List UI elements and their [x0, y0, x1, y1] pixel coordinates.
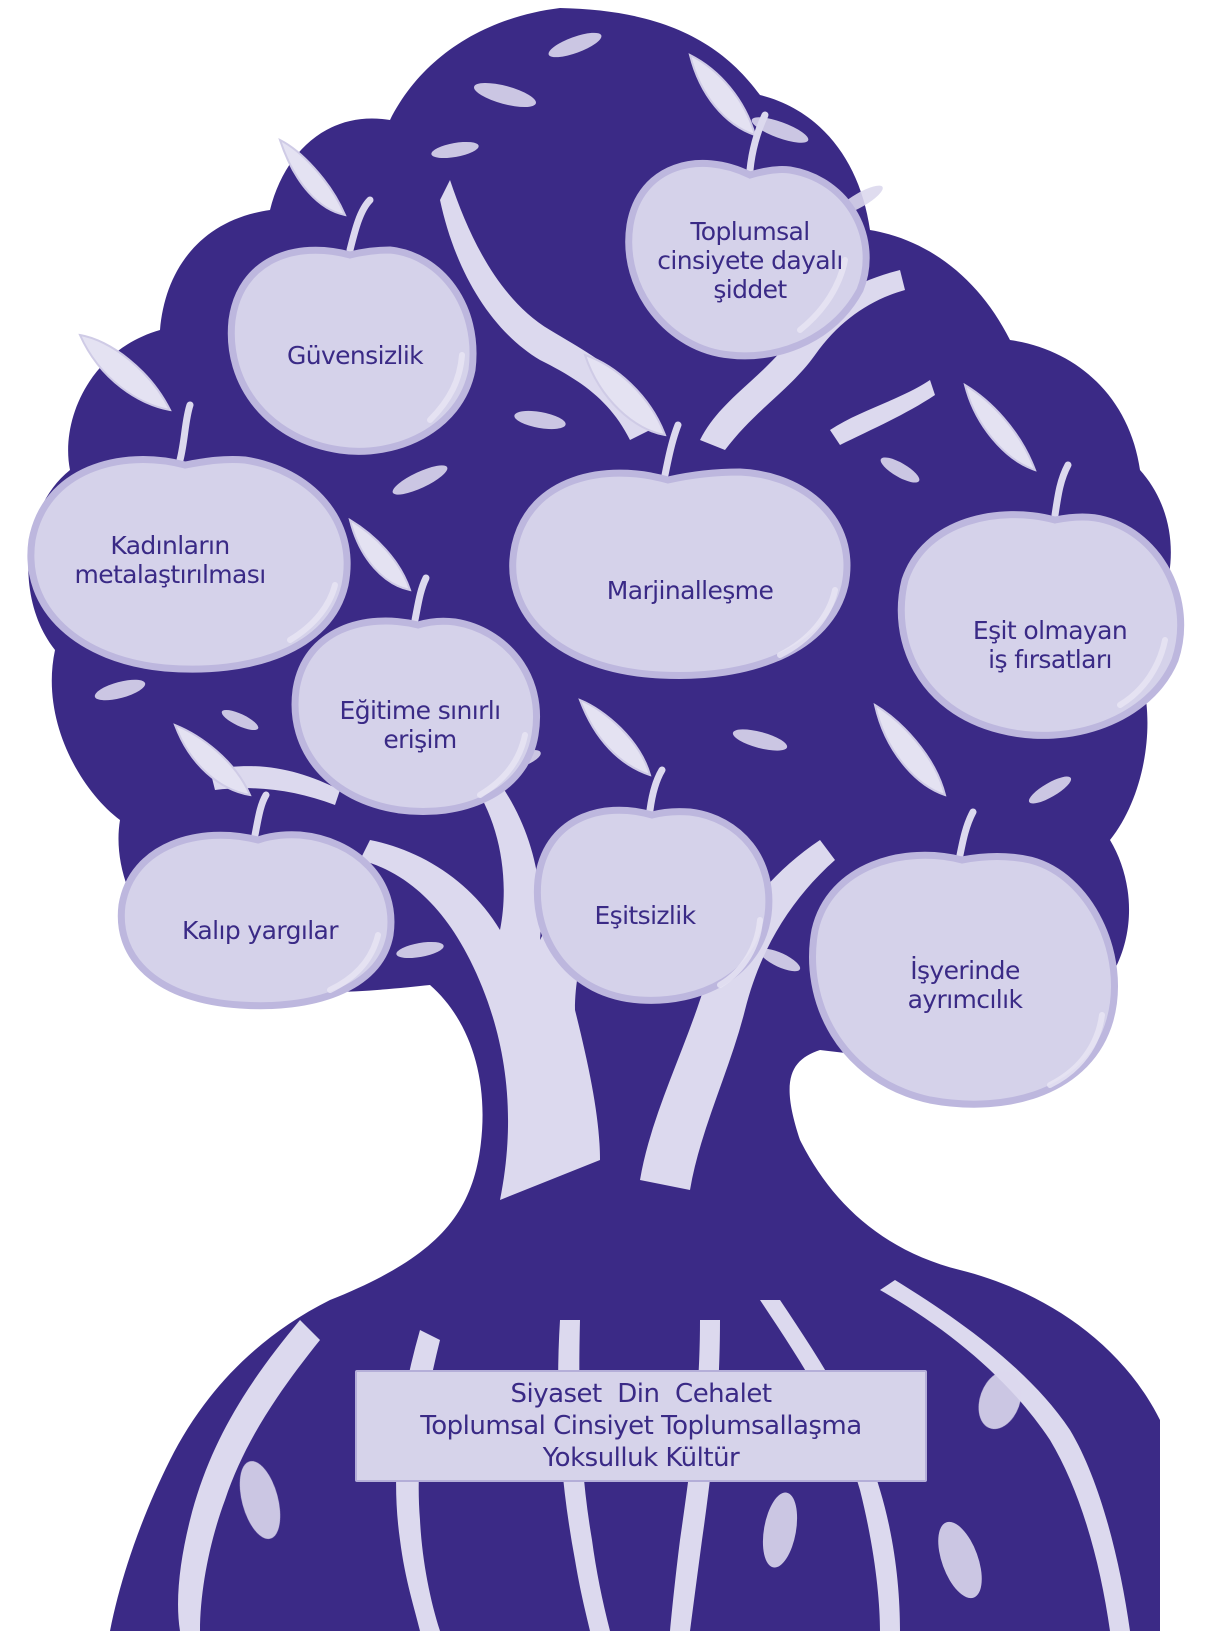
roots-line-1: Siyaset Din Cehalet [510, 1379, 772, 1409]
roots-line-2: Toplumsal Cinsiyet Toplumsallaşma [420, 1411, 862, 1441]
apple-shape-isyerinde [809, 851, 1118, 1108]
apple-shape-egitime [291, 617, 540, 816]
roots-line-3: Yoksulluk Kültür [542, 1443, 740, 1473]
apple-shape-esit-olmayan [897, 511, 1185, 739]
roots-causes-box: Siyaset Din Cehalet Toplumsal Cinsiyet T… [355, 1370, 927, 1482]
apple-highlights [287, 257, 1168, 1088]
leaves [78, 53, 1037, 797]
apple-shape-guvensizlik [227, 246, 477, 455]
crown-flecks [94, 32, 1129, 1599]
apple-shape-kadinlarin [27, 456, 351, 673]
apples [27, 159, 1185, 1108]
branches [178, 180, 1130, 1631]
apple-shape-marjinallesme [509, 468, 851, 680]
apple-shape-kalip-yargilar [117, 831, 395, 1010]
apple-stems [176, 111, 1072, 859]
apple-shape-toplumsal-siddet [625, 159, 870, 360]
apple-shape-esitsizlik [533, 806, 773, 1004]
